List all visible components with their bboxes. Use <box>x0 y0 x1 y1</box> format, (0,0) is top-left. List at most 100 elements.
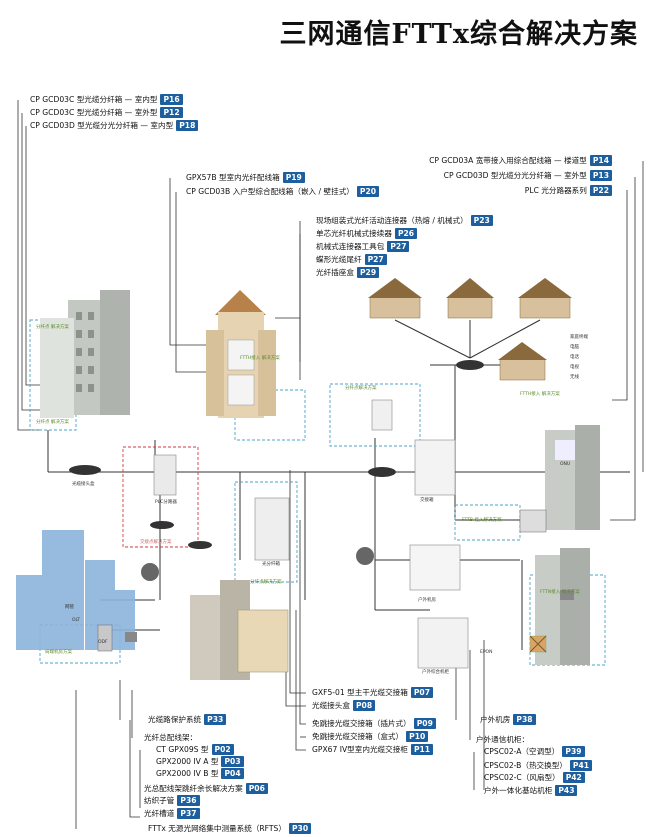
middle-building <box>206 290 276 418</box>
page-number-tag: P11 <box>410 744 434 755</box>
cable-reels <box>141 547 374 581</box>
splice-box-text: 光缆接头盒 <box>72 482 95 487</box>
bottom-right-label: CPSC02-C（风扇型）P42 <box>484 772 585 784</box>
bottom-right-label-text: 户外一体化基站机柜 <box>484 786 553 795</box>
page-number-tag: P23 <box>470 215 493 226</box>
odf-text: ODF <box>98 640 108 645</box>
page-number-tag: P26 <box>394 228 418 239</box>
page-number-tag: P16 <box>160 94 183 105</box>
connector-label-text: 蝶形光缆尾纤 <box>316 255 362 264</box>
fttb-mid-text: FTTH接入 解决方案 <box>240 356 280 361</box>
top-right-label-text: PLC 光分路器系列 <box>524 186 587 195</box>
bottom-left-label: FTTx 无源光网络集中测量系统（RFTS）P30 <box>148 823 312 835</box>
page-number-tag: P14 <box>589 155 612 166</box>
page-number-tag: P43 <box>555 785 578 796</box>
page-number-tag: P22 <box>589 185 612 196</box>
right-building <box>545 425 600 530</box>
left-building <box>40 290 130 418</box>
top-right-label-text: CP GCD03A 宽带接入用综合配线箱 — 楼道型 <box>429 156 587 165</box>
bottom-center-label-text: 光缆接头盒 <box>312 701 350 710</box>
bottom-left-label-text: GPX2000 IV A 型 <box>156 757 219 766</box>
tv-text: 电视 <box>570 365 579 370</box>
computer-text: 电脑 <box>570 345 579 350</box>
page-number-tag: P42 <box>562 772 585 783</box>
bottom-right-label-text: 户外通信机柜： <box>476 735 530 744</box>
wifi-text: 无线 <box>570 375 579 380</box>
page-number-tag: P02 <box>211 744 234 755</box>
wangguan-text: 网管 <box>65 605 74 610</box>
connector-label: 现场组装式光纤活动连接器（热熔 / 机械式）P23 <box>316 215 493 227</box>
bottom-left-label-text: FTTx 无源光网络集中测量系统（RFTS） <box>148 824 286 833</box>
epon-text: EPON <box>480 650 493 655</box>
connector-label-text: 光纤插座盒 <box>316 268 354 277</box>
splice-closures <box>69 360 484 549</box>
jiaojie-text: 交接点解决方案 <box>140 540 172 545</box>
page-number-tag: P27 <box>387 241 410 252</box>
bottom-right-label-text: CPSC02-C（风扇型） <box>484 773 560 782</box>
page-number-tag: P04 <box>221 768 244 779</box>
page-number-tag: P07 <box>410 687 433 698</box>
outdoor-cabinet-text: 户外综合机柜 <box>422 670 449 675</box>
jiaojie-box <box>122 446 199 548</box>
plc-text: PLC分路器 <box>155 500 177 505</box>
page-number-tag: P18 <box>176 120 199 131</box>
jufang-text: 局端机房方案 <box>45 650 72 655</box>
bottom-right-label: CPSC02-B（热交换型）P41 <box>484 760 593 772</box>
bottom-right-label: CPSC02-A（空调型）P39 <box>484 746 585 758</box>
fttn-text: FTTN接入 解决方案 <box>540 590 580 595</box>
bottom-left-label-text: GPX2000 IV B 型 <box>156 769 219 778</box>
bottom-right-label-text: CPSC02-A（空调型） <box>484 747 560 756</box>
bottom-center-label: 免跳接光缆交接箱（插片式）P09 <box>312 718 436 730</box>
page-number-tag: P27 <box>364 254 387 265</box>
fenxian-top-box <box>329 383 421 447</box>
crate <box>529 635 547 653</box>
middle-label-text: CP GCD03B 入户型综合配线箱（嵌入 / 壁挂式） <box>186 187 354 196</box>
city-skyline <box>16 530 135 650</box>
page-number-tag: P09 <box>413 718 436 729</box>
page-number-tag: P39 <box>562 746 585 757</box>
bottom-center-label-text: GXF5-01 型主干光缆交接箱 <box>312 688 408 697</box>
page-number-tag: P29 <box>356 267 380 278</box>
page-number-tag: P37 <box>177 808 200 819</box>
page-number-tag: P30 <box>288 823 312 834</box>
page-number-tag: P12 <box>160 107 183 118</box>
top-left-label-text: CP GCD03D 型光缆分光分纤箱 — 室内型 <box>30 121 174 130</box>
page-number-tag: P10 <box>406 731 429 742</box>
page-number-tag: P33 <box>204 714 227 725</box>
bottom-left-label-text: 光纤总配线架： <box>144 733 198 742</box>
bottom-left-label-text: 纺织子管 <box>144 796 175 805</box>
bottom-center-label-text: GPX67 IV型室内光缆交接柜 <box>312 745 408 754</box>
top-left-label-text: CP GCD03C 型光缆分纤箱 — 室外型 <box>30 108 158 117</box>
bottom-right-label-text: 户外机房 <box>480 715 511 724</box>
ftth-houses-text: FTTH接入 解决方案 <box>520 392 560 397</box>
top-right-label-text: CP GCD03D 型光缆分光分纤箱 — 室外型 <box>443 171 587 180</box>
center-lower-building <box>190 580 250 680</box>
bottom-right-label-text: CPSC02-B（热交换型） <box>484 761 567 770</box>
middle-label-text: GPX57B 型室内光纤配线箱 <box>186 173 280 182</box>
page-number-tag: P06 <box>245 783 268 794</box>
connector-label-text: 现场组装式光纤活动连接器（热熔 / 机械式） <box>316 216 468 225</box>
bottom-left-label-text: 光总配线架跳纤余长解决方案 <box>144 784 243 793</box>
page-number-tag: P13 <box>589 170 612 181</box>
buildings <box>16 278 600 680</box>
fenxian-top-text: 分纤点解决方案 <box>345 386 377 391</box>
optical-box-text: 光分纤箱 <box>262 562 280 567</box>
bottom-center-label: 免跳接光缆交接箱（盒式）P10 <box>312 731 429 743</box>
